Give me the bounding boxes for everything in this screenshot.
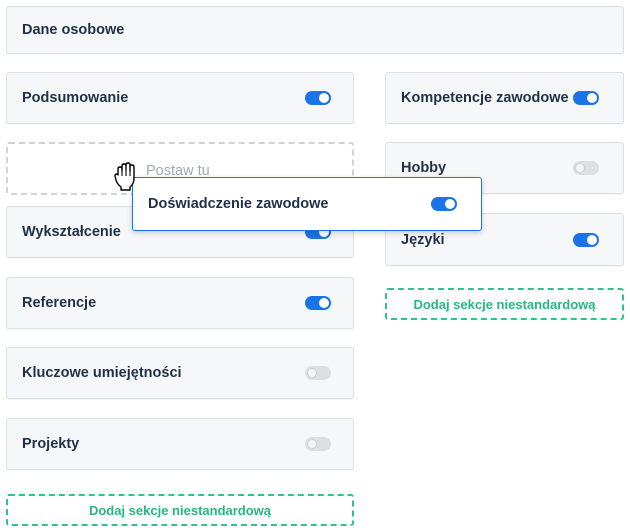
section-toggle-professional-skills[interactable] bbox=[573, 91, 599, 105]
dragged-section-card-work-experience[interactable]: Doświadczenie zawodowe bbox=[132, 177, 482, 231]
toggle-knob bbox=[319, 298, 329, 308]
add-custom-section-label: Dodaj sekcje niestandardową bbox=[413, 296, 596, 312]
section-card-personal[interactable]: Dane osobowe bbox=[6, 6, 624, 54]
section-toggle-work-experience[interactable] bbox=[431, 197, 457, 211]
toggle-knob bbox=[575, 163, 585, 173]
section-toggle-summary[interactable] bbox=[305, 91, 331, 105]
section-toggle-languages[interactable] bbox=[573, 232, 599, 247]
add-custom-section-button-left[interactable]: Dodaj sekcje niestandardową bbox=[6, 494, 354, 526]
section-label: Doświadczenie zawodowe bbox=[148, 196, 329, 212]
section-card-references[interactable]: Referencje bbox=[6, 277, 354, 329]
section-label: Referencje bbox=[22, 295, 97, 311]
toggle-knob bbox=[445, 199, 455, 209]
toggle-knob bbox=[587, 234, 597, 245]
toggle-knob bbox=[319, 227, 329, 237]
section-card-professional-skills[interactable]: Kompetencje zawodowe bbox=[385, 72, 624, 124]
toggle-knob bbox=[307, 368, 317, 378]
drop-placeholder-label: Postaw tu bbox=[146, 163, 210, 179]
section-label: Wykształcenie bbox=[22, 224, 121, 240]
add-custom-section-label: Dodaj sekcje niestandardową bbox=[88, 502, 272, 518]
toggle-knob bbox=[587, 93, 597, 103]
section-label: Kompetencje zawodowe bbox=[401, 90, 569, 106]
grab-hand-icon bbox=[114, 162, 135, 191]
section-card-key-skills[interactable]: Kluczowe umiejętności bbox=[6, 347, 354, 399]
section-card-summary[interactable]: Podsumowanie bbox=[6, 72, 354, 124]
toggle-knob bbox=[307, 439, 317, 449]
section-label: Języki bbox=[401, 231, 445, 248]
section-label: Dane osobowe bbox=[22, 22, 125, 38]
toggle-knob bbox=[319, 93, 329, 103]
section-card-languages[interactable]: Języki bbox=[385, 213, 624, 266]
section-label: Projekty bbox=[22, 436, 80, 452]
section-label: Podsumowanie bbox=[22, 90, 129, 106]
add-custom-section-button-right[interactable]: Dodaj sekcje niestandardową bbox=[385, 288, 624, 320]
section-label: Kluczowe umiejętności bbox=[22, 365, 182, 381]
section-toggle-key-skills[interactable] bbox=[305, 366, 331, 380]
section-toggle-references[interactable] bbox=[305, 296, 331, 310]
section-toggle-hobby[interactable] bbox=[573, 161, 599, 175]
section-card-projects[interactable]: Projekty bbox=[6, 418, 354, 470]
section-label: Hobby bbox=[401, 160, 447, 176]
section-toggle-projects[interactable] bbox=[305, 437, 331, 451]
